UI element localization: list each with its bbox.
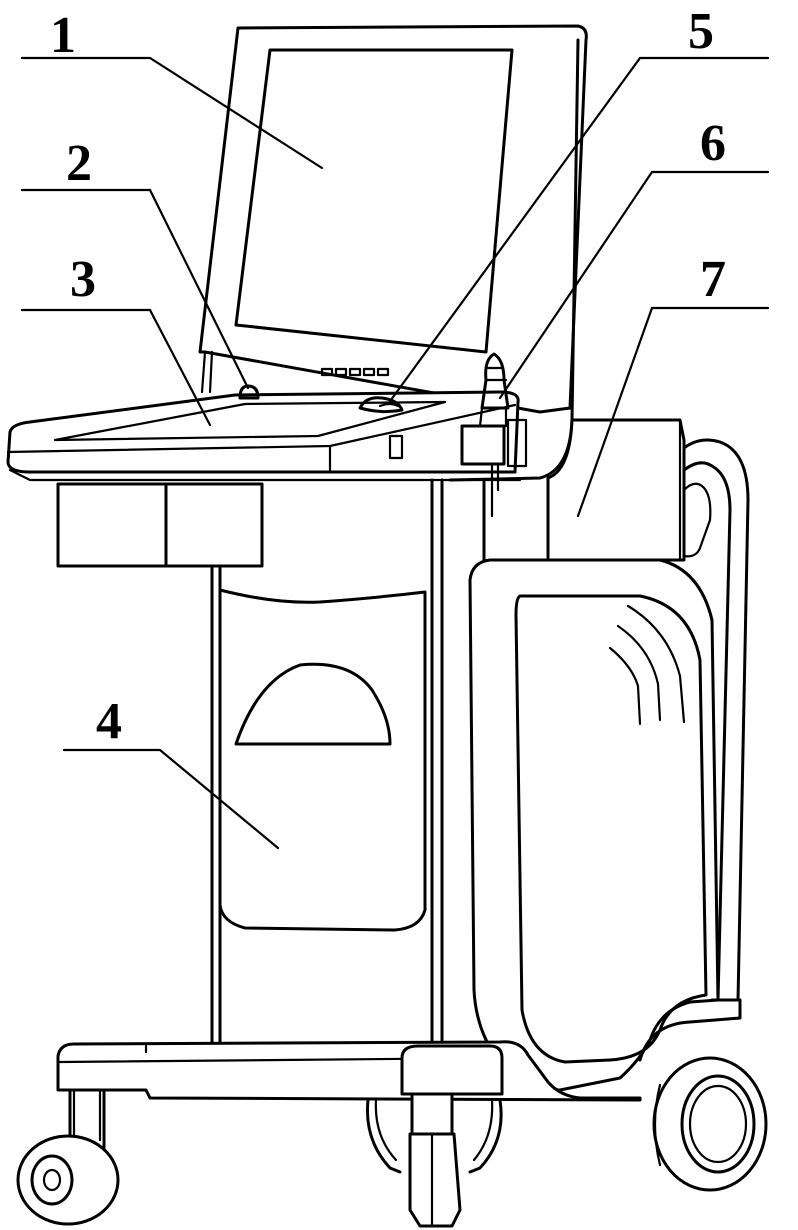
label-3: 3 [70,251,96,308]
label-7: 7 [700,251,726,308]
label-1: 1 [50,7,76,64]
label-4: 4 [96,693,122,750]
rear-handle [682,438,750,1002]
rear-caster [638,1020,768,1192]
rear-door [468,558,742,1092]
label-2: 2 [66,135,92,192]
base-plate [56,1040,642,1102]
label-6: 6 [700,115,726,172]
leader-lines [20,56,770,850]
side-column [482,478,550,562]
probe-holder [460,352,528,518]
monitor-button-row [320,367,390,377]
main-tower [210,478,444,1044]
label-5: 5 [688,3,714,60]
under-panel-drawers [56,482,264,568]
control-panel [6,384,522,482]
front-center-caster [365,1044,504,1228]
front-left-caster [16,1088,120,1226]
trackball [358,396,404,414]
part-labels: 1 2 3 4 5 6 7 [50,3,726,750]
emblem-shape [234,662,392,746]
storage-box [546,418,686,562]
